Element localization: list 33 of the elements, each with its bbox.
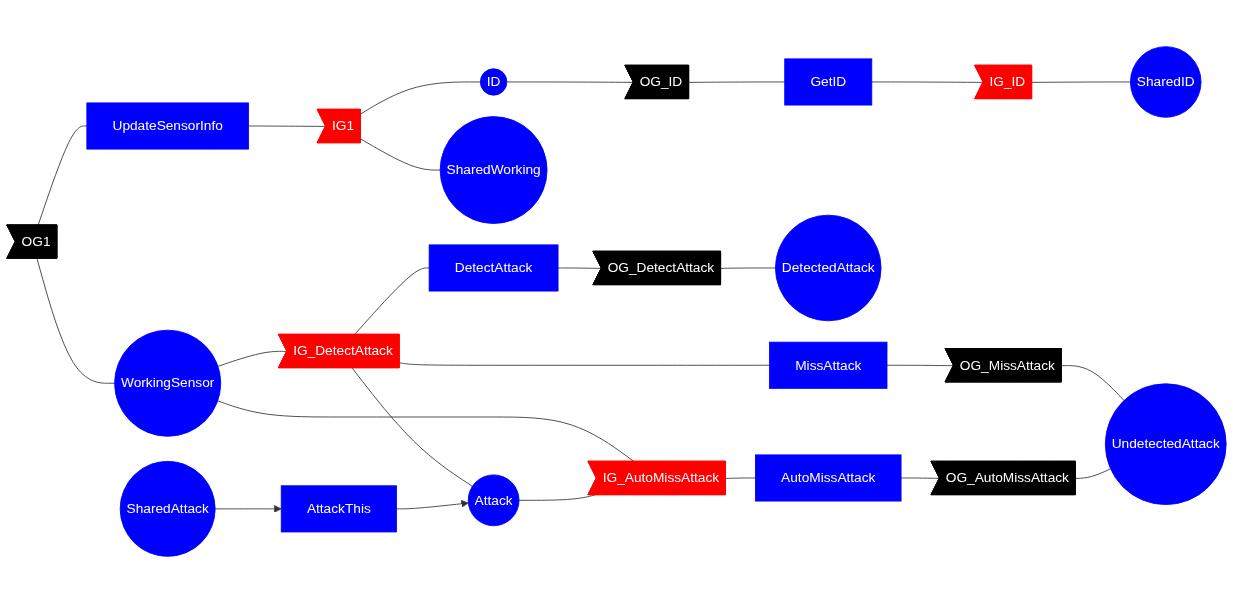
connector xyxy=(36,258,116,384)
node-circle: SharedWorking xyxy=(439,116,548,224)
connector xyxy=(351,367,473,487)
connector xyxy=(1075,468,1111,479)
node-box: GetID xyxy=(784,58,873,106)
node-circle: SharedID xyxy=(1130,46,1202,118)
connector xyxy=(217,400,635,463)
connector xyxy=(871,81,984,83)
connector xyxy=(360,81,481,115)
connector xyxy=(248,125,327,127)
node-box: UpdateSensorInfo xyxy=(86,102,249,150)
node-circle: ID xyxy=(479,68,508,96)
node-circle: DetectedAttack xyxy=(775,214,882,322)
node-circle: UndetectedAttack xyxy=(1104,383,1227,506)
connector xyxy=(37,125,88,226)
node-circle: SharedAttack xyxy=(119,460,216,557)
connector xyxy=(725,477,756,479)
connector xyxy=(1031,81,1131,83)
node-circle: Attack xyxy=(467,474,520,527)
connector xyxy=(720,267,776,269)
connector xyxy=(1061,365,1125,401)
connector xyxy=(900,477,941,479)
node-box: MissAttack xyxy=(769,341,888,389)
connector xyxy=(360,138,441,171)
connector xyxy=(217,350,288,367)
connector xyxy=(518,494,596,501)
node-circle: WorkingSensor xyxy=(114,329,222,437)
connector xyxy=(353,267,430,336)
connector xyxy=(688,81,786,83)
node-box: DetectAttack xyxy=(428,244,559,292)
node-box: AttackThis xyxy=(280,485,397,533)
connector xyxy=(399,362,770,366)
node-box: AutoMissAttack xyxy=(755,454,902,502)
